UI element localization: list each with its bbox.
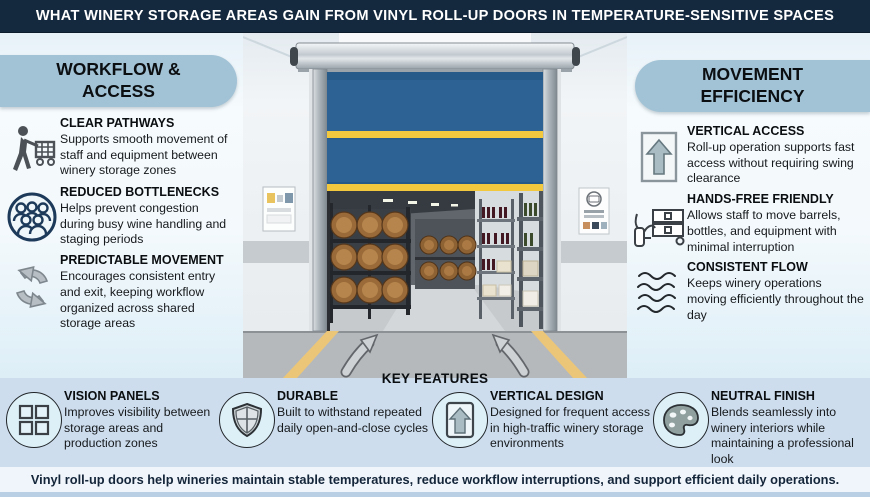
palette-icon [653, 392, 709, 448]
item-desc: Helps prevent congestion during busy win… [60, 201, 227, 247]
list-item: HANDS-FREE FRIENDLY Allows staff to move… [631, 192, 864, 255]
people-group-icon [4, 185, 60, 248]
feature-title: DURABLE [277, 389, 339, 403]
left-panel-heading-label: WORKFLOW & ACCESS [56, 59, 181, 101]
item-desc: Allows staff to move barrels, bottles, a… [687, 208, 841, 254]
feature-item: NEUTRAL FINISH Blends seamlessly into wi… [653, 388, 866, 467]
feature-desc: Improves visibility between storage area… [64, 405, 211, 451]
curtain-bottom-bar [327, 184, 543, 191]
item-title: PREDICTABLE MOVEMENT [60, 253, 224, 268]
key-features-title: KEY FEATURES [381, 371, 489, 386]
item-desc: Roll-up operation supports fast access w… [687, 140, 855, 186]
footer-text: Vinyl roll-up doors help wineries mainta… [30, 472, 840, 487]
item-title: HANDS-FREE FRIENDLY [687, 192, 834, 207]
feature-desc: Built to withstand repeated daily open-a… [277, 405, 429, 435]
floor-arrow-right [491, 333, 530, 378]
right-panel: MOVEMENT EFFICIENCY VERTICAL ACCESS Roll… [627, 33, 870, 378]
right-panel-items: VERTICAL ACCESS Roll-up operation suppor… [627, 112, 870, 323]
page-title: WHAT WINERY STORAGE AREAS GAIN FROM VINY… [35, 8, 835, 24]
door-rail-right [542, 68, 558, 332]
feature-desc: Designed for frequent access in high-tra… [490, 405, 650, 451]
item-desc: Encourages consistent entry and exit, ke… [60, 269, 216, 331]
vertical-arrow-icon [432, 392, 489, 448]
wall-poster [262, 186, 296, 232]
list-item: VERTICAL ACCESS Roll-up operation suppor… [631, 124, 864, 187]
wine-barrels [329, 203, 411, 323]
feature-title: VERTICAL DESIGN [490, 389, 604, 403]
floor-arrow-left [340, 333, 379, 378]
floor-line-right [531, 331, 587, 378]
feature-item: VERTICAL DESIGN Designed for frequent ac… [432, 388, 653, 467]
up-arrow-door-icon [631, 124, 687, 187]
center-photo [242, 33, 628, 378]
bottom-strip [0, 492, 870, 497]
list-item: PREDICTABLE MOVEMENT Encourages consiste… [4, 253, 235, 332]
item-title: CONSISTENT FLOW [687, 260, 808, 275]
back-barrels [415, 219, 477, 289]
hand-cart-icon [631, 192, 687, 255]
person-cart-icon [4, 116, 60, 180]
curtain-stripe [327, 131, 543, 138]
feature-title: VISION PANELS [64, 389, 160, 403]
footer-bar: Vinyl roll-up doors help wineries mainta… [0, 467, 870, 492]
floor-line-left [283, 331, 339, 378]
feature-item: VISION PANELS Improves visibility betwee… [6, 388, 219, 467]
list-item: CLEAR PATHWAYS Supports smooth movement … [4, 116, 235, 180]
list-item: CONSISTENT FLOW Keeps winery operations … [631, 260, 864, 323]
door-curtain [327, 72, 543, 191]
vision-panels-icon [6, 392, 62, 448]
roll-up-door-scene [242, 33, 628, 378]
right-panel-heading-label: MOVEMENT EFFICIENCY [700, 64, 805, 106]
feature-desc: Blends seamlessly into winery interiors … [711, 405, 854, 467]
storage-room-interior [327, 191, 543, 331]
door-rail-left [312, 68, 328, 332]
item-title: CLEAR PATHWAYS [60, 116, 175, 130]
item-title: VERTICAL ACCESS [687, 124, 805, 138]
list-item: REDUCED BOTTLENECKS Helps prevent conges… [4, 185, 235, 248]
cycle-arrows-icon [4, 253, 60, 332]
left-panel-heading: WORKFLOW & ACCESS [0, 55, 237, 107]
right-panel-heading: MOVEMENT EFFICIENCY [635, 60, 870, 112]
item-desc: Supports smooth movement of staff and eq… [60, 132, 228, 178]
item-desc: Keeps winery operations moving efficient… [687, 276, 864, 322]
feature-title: NEUTRAL FINISH [711, 389, 815, 403]
left-panel: WORKFLOW & ACCESS CLEAR PATHWAYS [0, 33, 243, 378]
header-bar: WHAT WINERY STORAGE AREAS GAIN FROM VINY… [0, 0, 870, 33]
key-features-band: KEY FEATURES VISION PANELS Improves visi… [0, 371, 870, 467]
flow-waves-icon [631, 260, 687, 323]
item-title: REDUCED BOTTLENECKS [60, 185, 220, 199]
feature-item: DURABLE Built to withstand repeated dail… [219, 388, 432, 467]
door-roller-housing [290, 42, 580, 72]
left-panel-items: CLEAR PATHWAYS Supports smooth movement … [0, 107, 243, 332]
wine-shelves [477, 191, 543, 329]
wall-sign [578, 187, 610, 235]
shield-icon [219, 392, 276, 448]
